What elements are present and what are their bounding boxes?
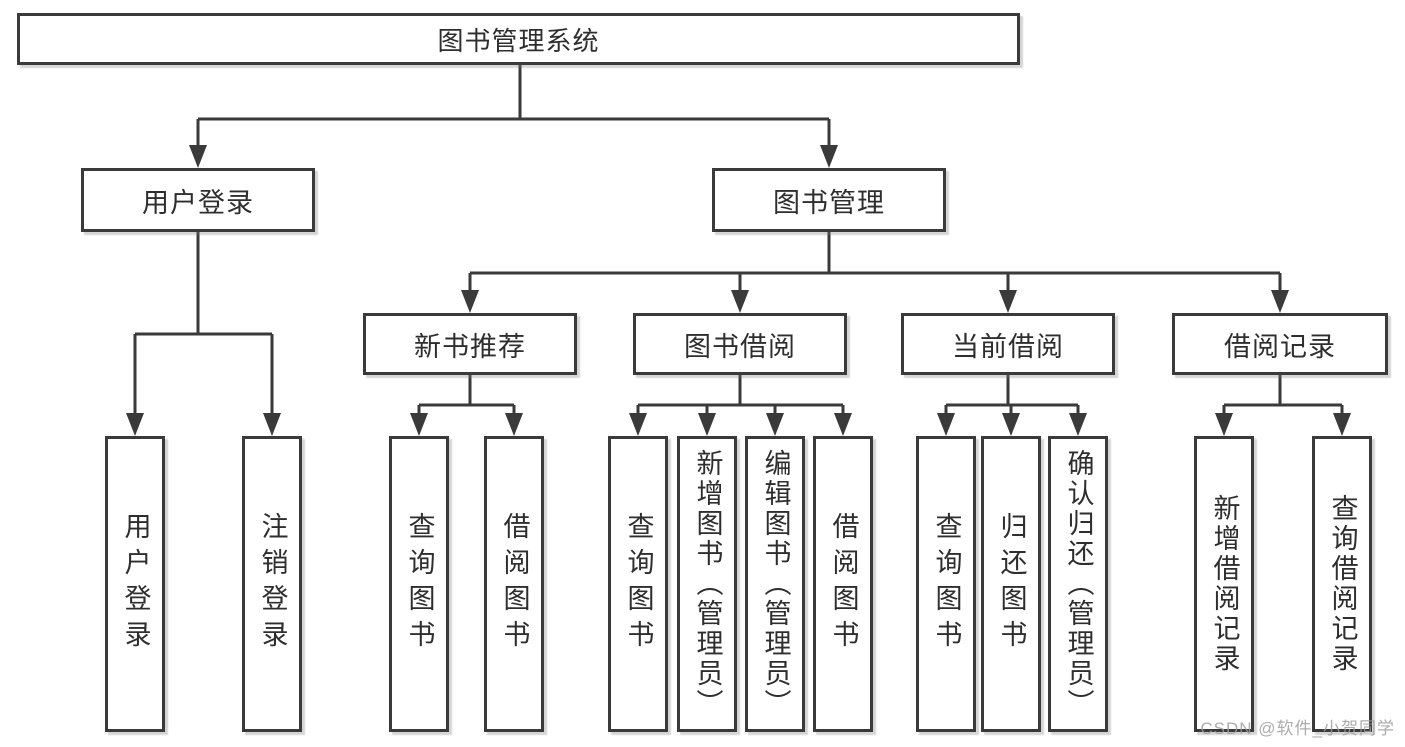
node-label: 用户登录 [142, 187, 254, 218]
node-label: 当前借阅 [952, 331, 1064, 362]
node-label: 注销登录 [257, 512, 288, 656]
node-confirm-return-admin: 确认归还（管理员） [1048, 436, 1108, 732]
node-borrowing-records: 借阅记录 [1172, 313, 1388, 375]
node-borrow-books-borrow: 借阅图书 [813, 436, 873, 732]
node-label: 查询图书 [931, 512, 962, 656]
connector-path [133, 65, 1344, 414]
node-query-books-current: 查询图书 [916, 436, 976, 732]
node-label: 新增图书（管理员） [692, 449, 723, 719]
node-add-borrow-record: 新增借阅记录 [1194, 436, 1254, 732]
node-label: 编辑图书（管理员） [760, 449, 791, 719]
node-book-management: 图书管理 [712, 168, 946, 232]
node-query-borrow-record: 查询借阅记录 [1312, 436, 1372, 732]
node-label: 图书管理系统 [437, 25, 600, 56]
arrowhead-icons [126, 145, 1351, 436]
node-label: 新增借阅记录 [1209, 494, 1240, 674]
node-label: 图书管理 [773, 187, 885, 218]
node-label: 用户登录 [120, 512, 151, 656]
node-library-system-root: 图书管理系统 [17, 13, 1020, 65]
node-edit-book-admin: 编辑图书（管理员） [745, 436, 805, 732]
node-user-login-leaf: 用户登录 [105, 436, 165, 732]
node-label: 查询借阅记录 [1327, 494, 1358, 674]
node-label: 查询图书 [404, 512, 435, 656]
node-query-books-borrow: 查询图书 [608, 436, 668, 732]
node-query-books-recommend: 查询图书 [389, 436, 449, 732]
node-return-books: 归还图书 [981, 436, 1041, 732]
node-new-book-recommendation: 新书推荐 [363, 313, 577, 375]
node-current-borrowing: 当前借阅 [901, 313, 1115, 375]
node-label: 归还图书 [996, 512, 1027, 656]
csdn-watermark: CSDN @软件_小贺同学 [1200, 719, 1395, 738]
node-book-borrowing: 图书借阅 [633, 313, 847, 375]
node-label: 新书推荐 [414, 331, 526, 362]
node-label: 确认归还（管理员） [1063, 449, 1094, 719]
node-borrow-books-recommend: 借阅图书 [484, 436, 544, 732]
node-label: 图书借阅 [684, 331, 796, 362]
node-label: 借阅图书 [499, 512, 530, 656]
node-label: 借阅记录 [1224, 331, 1336, 362]
node-add-book-admin: 新增图书（管理员） [677, 436, 737, 732]
node-logout-leaf: 注销登录 [242, 436, 302, 732]
node-label: 查询图书 [623, 512, 654, 656]
node-label: 借阅图书 [828, 512, 859, 656]
node-user-login: 用户登录 [81, 168, 315, 232]
